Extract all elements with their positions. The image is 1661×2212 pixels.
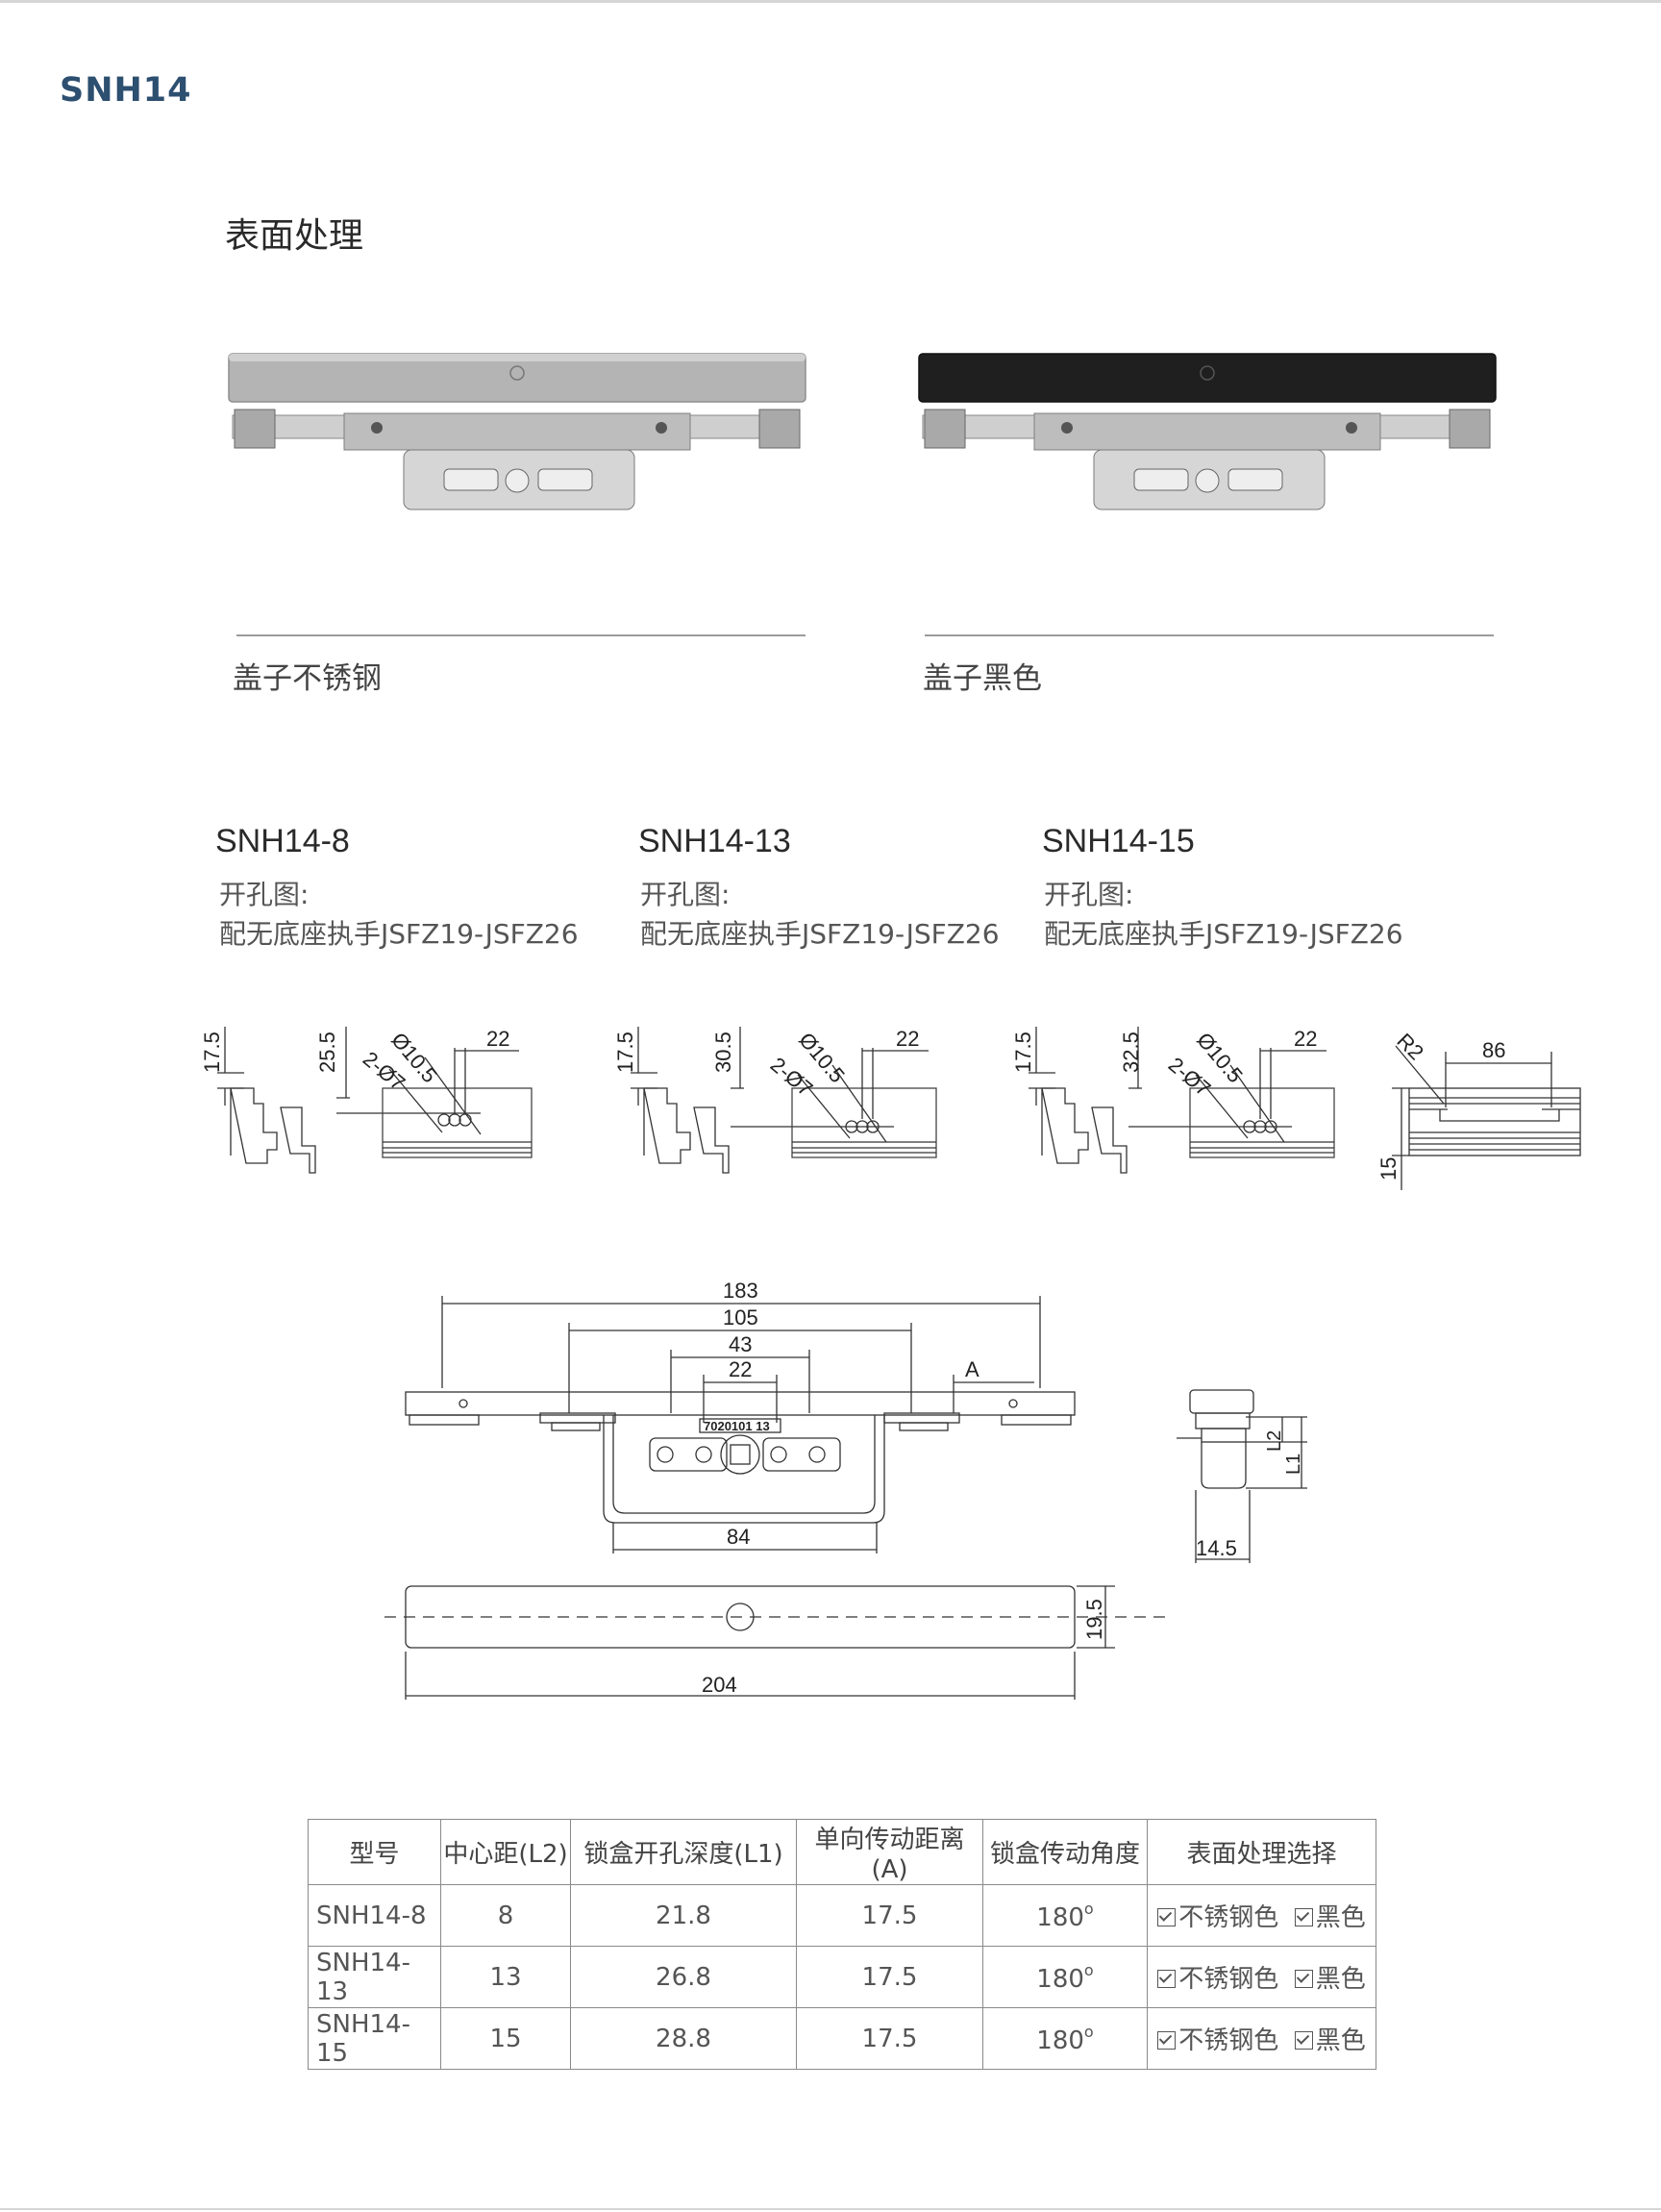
- degree-mark: o: [1083, 1960, 1094, 1979]
- cell-l1: 21.8: [570, 1884, 797, 1947]
- dim-side-l2: L2: [1264, 1430, 1285, 1452]
- finish-stainless: 不锈钢色: [1178, 2026, 1279, 2055]
- cell-finish: 不锈钢色 黑色: [1147, 2007, 1376, 2070]
- product-code: SNH14: [60, 71, 192, 110]
- cell-finish: 不锈钢色 黑色: [1147, 1884, 1376, 1947]
- model-label-13: 开孔图:: [640, 879, 731, 910]
- dim-end-height: 15: [1376, 1157, 1401, 1181]
- cell-l1: 26.8: [570, 1946, 797, 2008]
- dim-w-8: 22: [486, 1027, 509, 1051]
- cell-l2: 15: [440, 2007, 571, 2070]
- end-view-drawing: R2 86 15: [1376, 1029, 1581, 1190]
- finish-black: 黑色: [1315, 2026, 1366, 2055]
- angle-value: 180: [1036, 2026, 1084, 2055]
- col-l2: 中心距(L2): [440, 1819, 571, 1885]
- side-view-drawing: L2 L1 14.5: [1177, 1389, 1307, 1563]
- cutout-drawing-8: 17.5 25.5 Ø10.5 2-Ø7 22: [200, 1027, 533, 1174]
- table-row: SNH14-13 13 26.8 17.5 180o 不锈钢色 黑色: [308, 1946, 1376, 2008]
- cell-angle: 180o: [982, 1946, 1148, 2008]
- cell-l2: 8: [440, 1884, 571, 1947]
- table-row: SNH14-8 8 21.8 17.5 180o 不锈钢色 黑色: [308, 1884, 1376, 1947]
- angle-value: 180: [1036, 1902, 1084, 1932]
- dim-w-13: 22: [896, 1027, 919, 1051]
- dim-w-15: 22: [1294, 1027, 1317, 1051]
- finish-black: 黑色: [1315, 1903, 1366, 1932]
- bottom-rule: [0, 2208, 1661, 2210]
- col-l1: 锁盒开孔深度(L1): [570, 1819, 797, 1885]
- cell-model: SNH14-13: [308, 1946, 441, 2008]
- dim-overall: 183: [723, 1279, 758, 1303]
- model-title-13: SNH14-13: [638, 823, 791, 859]
- cell-a: 17.5: [796, 1946, 983, 2008]
- finish-stainless: 不锈钢色: [1178, 1965, 1279, 1994]
- lock-stamp: 7020101 13: [704, 1419, 770, 1433]
- dim-side-l1: L1: [1283, 1454, 1304, 1475]
- cell-a: 17.5: [796, 1884, 983, 1947]
- assembly-drawing: 183 105 43 22 A 7020101 13 84 19.5 204: [384, 1279, 1173, 1700]
- dim-end-width: 86: [1482, 1038, 1505, 1062]
- model-label-15: 开孔图:: [1044, 879, 1134, 910]
- checkbox-icon: [1294, 1908, 1313, 1926]
- dim-h1-15: 17.5: [1011, 1031, 1035, 1073]
- finish-black: 黑色: [1315, 1965, 1366, 1994]
- table-row: SNH14-15 15 28.8 17.5 180o 不锈钢色 黑色: [308, 2007, 1376, 2070]
- dim-side-width: 14.5: [1196, 1536, 1237, 1560]
- checkbox-icon: [1157, 1908, 1177, 1926]
- col-a: 单向传动距离(A): [796, 1819, 983, 1885]
- dim-h2-13: 30.5: [711, 1031, 735, 1073]
- dim-box-span: 43: [729, 1332, 752, 1356]
- degree-mark: o: [1083, 1899, 1094, 1918]
- dim-box-width: 84: [727, 1525, 750, 1549]
- cell-model: SNH14-15: [308, 2007, 441, 2070]
- cell-l2: 13: [440, 1946, 571, 2008]
- top-rule: [0, 0, 1661, 3]
- spec-table: 型号 中心距(L2) 锁盒开孔深度(L1) 单向传动距离(A) 锁盒传动角度 表…: [308, 1819, 1376, 2070]
- caption-rule-stainless: [236, 634, 806, 636]
- cell-angle: 180o: [982, 1884, 1148, 1947]
- dim-cover-length: 204: [702, 1673, 737, 1697]
- finish-stainless: 不锈钢色: [1178, 1903, 1279, 1932]
- cutout-drawing-15: 17.5 32.5 Ø10.5 2-Ø7 22: [1011, 1027, 1335, 1174]
- caption-stainless: 盖子不锈钢: [233, 661, 382, 696]
- product-image-black: [918, 353, 1497, 510]
- cell-l1: 28.8: [570, 2007, 797, 2070]
- dim-cover-height: 19.5: [1082, 1599, 1106, 1640]
- dim-end-radius: R2: [1392, 1029, 1428, 1065]
- checkbox-icon: [1294, 2031, 1313, 2050]
- caption-rule-black: [925, 634, 1494, 636]
- dim-h2-8: 25.5: [315, 1031, 339, 1073]
- model-title-15: SNH14-15: [1042, 823, 1195, 859]
- caption-black: 盖子黑色: [923, 661, 1042, 696]
- col-finish: 表面处理选择: [1147, 1819, 1376, 1885]
- cover-bar: [918, 353, 1497, 403]
- product-image-stainless: [228, 353, 806, 510]
- angle-value: 180: [1036, 1964, 1084, 1994]
- table-header-row: 型号 中心距(L2) 锁盒开孔深度(L1) 单向传动距离(A) 锁盒传动角度 表…: [308, 1819, 1376, 1885]
- model-label-8: 开孔图:: [219, 879, 310, 910]
- model-desc-15: 配无底座执手JSFZ19-JSFZ26: [1044, 918, 1403, 950]
- cell-finish: 不锈钢色 黑色: [1147, 1946, 1376, 2008]
- dim-h1-8: 17.5: [200, 1031, 224, 1073]
- degree-mark: o: [1083, 2022, 1094, 2041]
- dim-center: 22: [729, 1357, 752, 1381]
- model-desc-8: 配无底座执手JSFZ19-JSFZ26: [219, 918, 579, 950]
- checkbox-icon: [1157, 2031, 1177, 2050]
- cell-model: SNH14-8: [308, 1884, 441, 1947]
- cutout-drawing-13: 17.5 30.5 Ø10.5 2-Ø7 22: [613, 1027, 937, 1174]
- col-angle: 锁盒传动角度: [982, 1819, 1148, 1885]
- dim-hole-span: 105: [723, 1305, 758, 1330]
- checkbox-icon: [1294, 1970, 1313, 1988]
- dim-h1-13: 17.5: [613, 1031, 637, 1073]
- model-title-8: SNH14-8: [215, 823, 350, 859]
- col-model: 型号: [308, 1819, 441, 1885]
- surface-section-title: 表面处理: [225, 216, 364, 256]
- model-desc-13: 配无底座执手JSFZ19-JSFZ26: [640, 918, 1000, 950]
- cell-angle: 180o: [982, 2007, 1148, 2070]
- dim-h2-15: 32.5: [1119, 1031, 1143, 1073]
- checkbox-icon: [1157, 1970, 1177, 1988]
- cell-a: 17.5: [796, 2007, 983, 2070]
- dim-travel: A: [965, 1357, 979, 1381]
